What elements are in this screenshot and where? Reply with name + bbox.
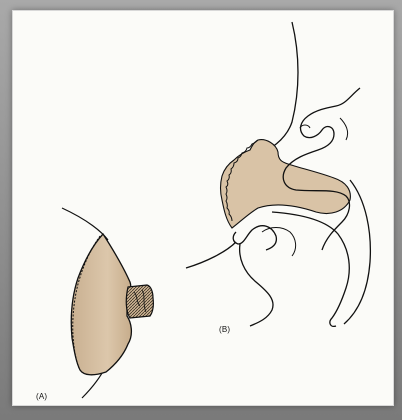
label-a: (A) xyxy=(36,392,47,401)
diagram-a xyxy=(62,208,153,398)
infant-chin-b xyxy=(240,244,273,326)
breast-shape-a xyxy=(71,234,131,375)
breast-outline-b xyxy=(252,22,298,158)
diagram-b xyxy=(186,22,370,326)
breast-lower-b xyxy=(186,242,236,268)
label-b: (B) xyxy=(219,325,230,334)
nipple-a xyxy=(126,285,153,318)
eye-line-b xyxy=(340,118,348,140)
tongue-b xyxy=(262,228,296,257)
